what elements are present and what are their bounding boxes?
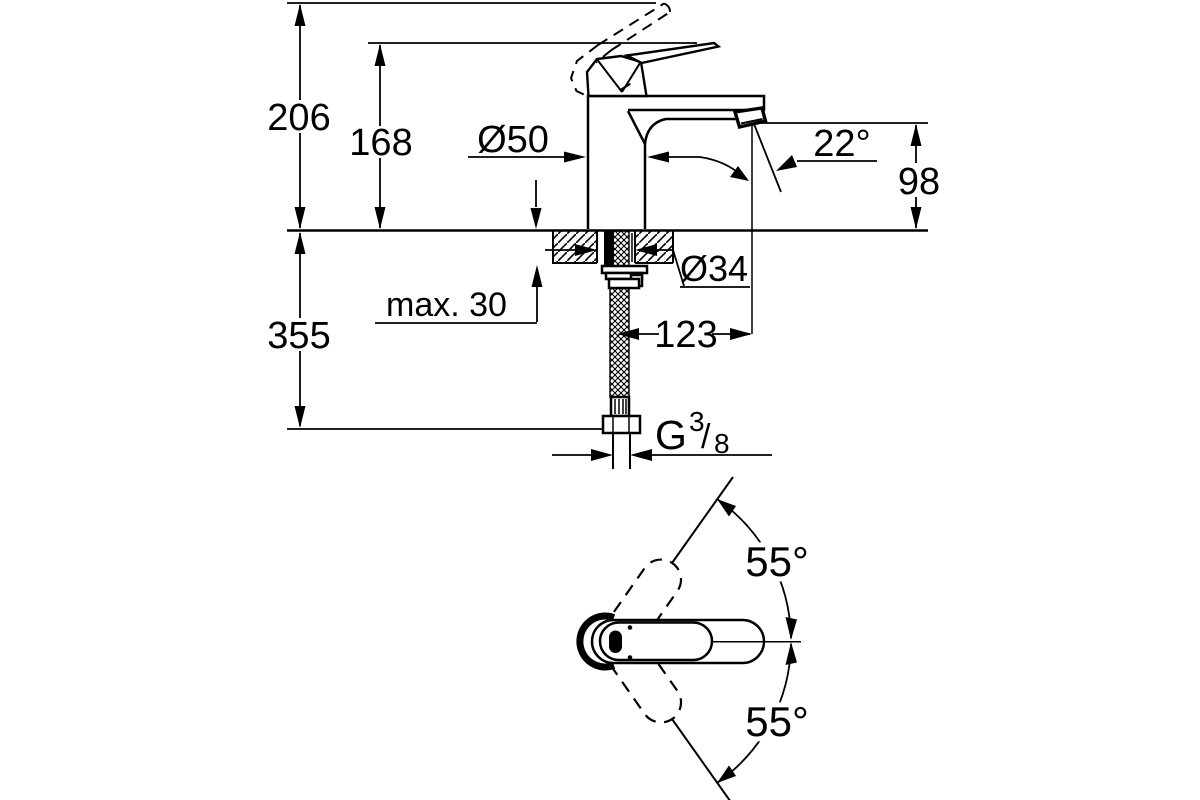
- reference-lines: [287, 2, 928, 430]
- dimension-below-counter: 355: [267, 232, 331, 428]
- stream-angle-line: [753, 123, 782, 193]
- label-thread-denominator: 8: [714, 428, 730, 459]
- label-thread-slash: /: [701, 418, 711, 456]
- handle-end-cap: [576, 612, 616, 671]
- dimension-total-height: 206: [267, 4, 331, 229]
- threaded-stud: [604, 231, 614, 266]
- mounting-nut: [607, 277, 641, 290]
- label-outlet-reach: 123: [654, 314, 717, 356]
- handle-indicator: [609, 630, 622, 653]
- dimension-max-deck-thickness: max. 30: [375, 180, 543, 324]
- lever-handle-raised-dashed: [569, 2, 671, 98]
- dimension-hole-diameter: Ø34: [545, 244, 750, 289]
- mounting-shank-and-hose: [600, 230, 649, 469]
- label-thread-numerator: 3: [689, 406, 705, 437]
- handle-outline-inner: [598, 621, 714, 662]
- dimension-handle-height: 168: [349, 44, 413, 229]
- connection-tube: [612, 433, 631, 469]
- swivel-angle-lines: [671, 476, 734, 800]
- label-swivel-upper: 55°: [745, 538, 809, 585]
- label-thread-g: G: [655, 412, 687, 458]
- dimension-thread: G 3 / 8: [552, 406, 772, 461]
- label-swivel-lower: 55°: [745, 698, 809, 745]
- lever-handle: [585, 41, 722, 98]
- swivel-angle-arcs: [716, 498, 797, 784]
- aerator: [732, 106, 768, 130]
- handle-top-view: [576, 612, 801, 671]
- label-max-deck: max. 30: [386, 286, 507, 324]
- label-total-height: 206: [267, 97, 330, 139]
- plan-view: 55° 55°: [576, 476, 814, 800]
- label-handle-height: 168: [349, 122, 412, 164]
- dimension-outlet-height: 98: [898, 124, 940, 229]
- label-outlet-height: 98: [898, 161, 940, 203]
- dimension-outlet-reach: 123: [617, 314, 752, 356]
- label-spout-angle: 22°: [813, 123, 870, 165]
- dimension-body-diameter: Ø50: [468, 119, 749, 181]
- front-view: 206 168 355 98 Ø50: [267, 2, 940, 469]
- faucet-body: [586, 94, 768, 229]
- label-below-counter: 355: [267, 315, 330, 357]
- hose-nut: [601, 414, 642, 435]
- dimension-spout-angle: 22°: [753, 123, 877, 193]
- label-body-diameter: Ø50: [477, 119, 549, 161]
- label-hole-diameter: Ø34: [680, 248, 748, 289]
- handle-lever: [623, 41, 722, 65]
- flow-direction-arrow: [730, 166, 749, 181]
